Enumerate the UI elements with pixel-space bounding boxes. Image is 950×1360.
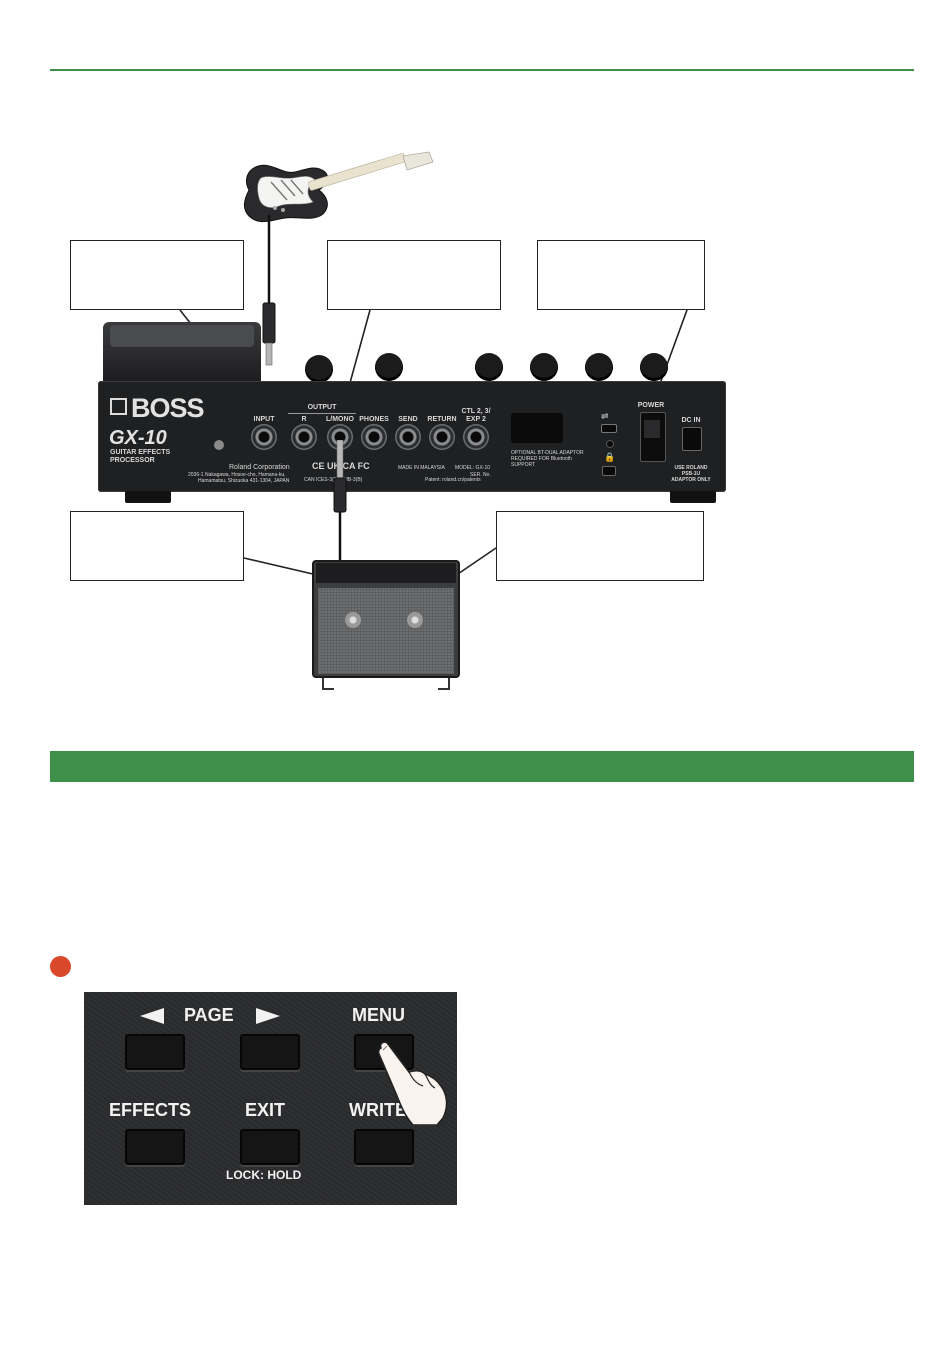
menu-label: MENU bbox=[352, 1005, 405, 1025]
patent: Patent: roland.cn/patents bbox=[425, 477, 481, 483]
pressing-finger-icon bbox=[377, 1041, 448, 1125]
bt-note-1: OPTIONAL BT-DUAL ADAPTOR bbox=[511, 450, 584, 456]
amp-speaker bbox=[407, 612, 423, 628]
top-knob bbox=[305, 355, 333, 383]
model-tag-1: MODEL: GX-10 bbox=[455, 465, 491, 471]
return-jack[interactable] bbox=[429, 424, 455, 450]
callout-box-amp-volume bbox=[496, 511, 704, 581]
panel-foot bbox=[125, 491, 171, 503]
maker-address-2: Hamamatsu, Shizuoka 431-1304, JAPAN bbox=[198, 478, 290, 484]
label-r: R bbox=[301, 416, 307, 423]
step-marker-dot bbox=[50, 956, 71, 977]
ground-screw-icon bbox=[214, 440, 224, 450]
top-knob bbox=[530, 353, 558, 381]
bt-note-2: REQUIRED FOR Bluetooth bbox=[511, 456, 572, 462]
lock-hold-label: LOCK: HOLD bbox=[226, 1168, 302, 1182]
label-input: INPUT bbox=[253, 416, 275, 423]
brand-logo: BOSS bbox=[131, 393, 205, 423]
page-left-button[interactable] bbox=[125, 1034, 185, 1070]
label-return: RETURN bbox=[427, 416, 457, 423]
callout-box-amp-input bbox=[70, 511, 244, 581]
guitar-cable bbox=[262, 215, 276, 366]
page-label: PAGE bbox=[184, 1005, 234, 1025]
model-tag-2: SER. No. bbox=[470, 472, 491, 478]
label-phones: PHONES bbox=[359, 416, 389, 423]
exit-button[interactable] bbox=[240, 1129, 300, 1165]
adaptor-note-3: ADAPTOR ONLY bbox=[671, 477, 711, 483]
model-name: GX-10 bbox=[109, 427, 167, 449]
maker-name: Roland Corporation bbox=[229, 464, 290, 471]
write-label: WRITE bbox=[349, 1100, 407, 1120]
lock-icon: 🔒 bbox=[604, 452, 616, 462]
exit-label: EXIT bbox=[245, 1100, 286, 1120]
amp-grille bbox=[318, 588, 454, 674]
label-power: POWER bbox=[637, 402, 665, 409]
page-right-arrow-icon bbox=[256, 1008, 280, 1024]
adaptor-note-2: PSB-1U bbox=[681, 471, 701, 477]
panel-foot bbox=[670, 491, 716, 503]
top-knob bbox=[475, 353, 503, 381]
made-in: MADE IN MALAYSIA bbox=[398, 465, 445, 471]
callout-box-power bbox=[537, 240, 705, 310]
amp-leg bbox=[438, 678, 450, 690]
label-ctl: CTL 2, 3/ bbox=[461, 408, 491, 415]
page-left-arrow-icon bbox=[140, 1008, 164, 1024]
product-subtitle-2: PROCESSOR bbox=[110, 457, 155, 464]
write-button[interactable] bbox=[354, 1129, 414, 1165]
maker-address-1: 2036-1 Nakagawa, Hosoe-cho, Hamana-ku, bbox=[188, 472, 286, 478]
adaptor-note-1: USE ROLAND bbox=[674, 465, 708, 471]
input-jack[interactable] bbox=[251, 424, 277, 450]
usb-icon: ⇌ bbox=[601, 411, 609, 421]
label-exp: EXP 2 bbox=[466, 416, 486, 423]
dc-in-jack[interactable] bbox=[682, 427, 702, 451]
page-right-button[interactable] bbox=[240, 1034, 300, 1070]
callout-box-output bbox=[327, 240, 501, 310]
label-send: SEND bbox=[398, 416, 418, 423]
output-group-line bbox=[288, 413, 356, 414]
label-l-mono: L/MONO bbox=[326, 416, 354, 423]
bt-note-3: SUPPORT bbox=[511, 462, 536, 468]
label-dc-in: DC IN bbox=[681, 417, 701, 424]
top-rule bbox=[50, 69, 914, 71]
expression-pedal-tread bbox=[110, 325, 254, 347]
security-slot bbox=[602, 466, 616, 476]
top-knob bbox=[375, 353, 403, 381]
guitar-illustration bbox=[243, 151, 434, 223]
ctl-exp-jack[interactable] bbox=[463, 424, 489, 450]
effects-button[interactable] bbox=[125, 1129, 185, 1165]
can-ices: CAN ICES-3(B)/NMB-3(B) bbox=[304, 477, 363, 483]
top-knob bbox=[585, 353, 613, 381]
power-switch-rocker bbox=[644, 420, 660, 438]
output-cable bbox=[333, 440, 347, 568]
section-header-bar bbox=[50, 751, 914, 782]
bt-adaptor-slot bbox=[511, 413, 563, 443]
led-indicator bbox=[606, 440, 614, 448]
top-knob bbox=[640, 353, 668, 381]
amp-speaker bbox=[345, 612, 361, 628]
usb-port[interactable] bbox=[601, 424, 617, 433]
output-r-jack[interactable] bbox=[291, 424, 317, 450]
phones-jack[interactable] bbox=[361, 424, 387, 450]
send-jack[interactable] bbox=[395, 424, 421, 450]
effects-label: EFFECTS bbox=[109, 1100, 192, 1120]
boss-logo-mark bbox=[110, 398, 127, 415]
amp-leg bbox=[322, 678, 334, 690]
callout-box-input bbox=[70, 240, 244, 310]
label-output: OUTPUT bbox=[307, 404, 337, 411]
product-subtitle-1: GUITAR EFFECTS bbox=[110, 449, 171, 456]
amp-control-panel bbox=[316, 563, 456, 583]
controller-panel bbox=[84, 992, 457, 1205]
